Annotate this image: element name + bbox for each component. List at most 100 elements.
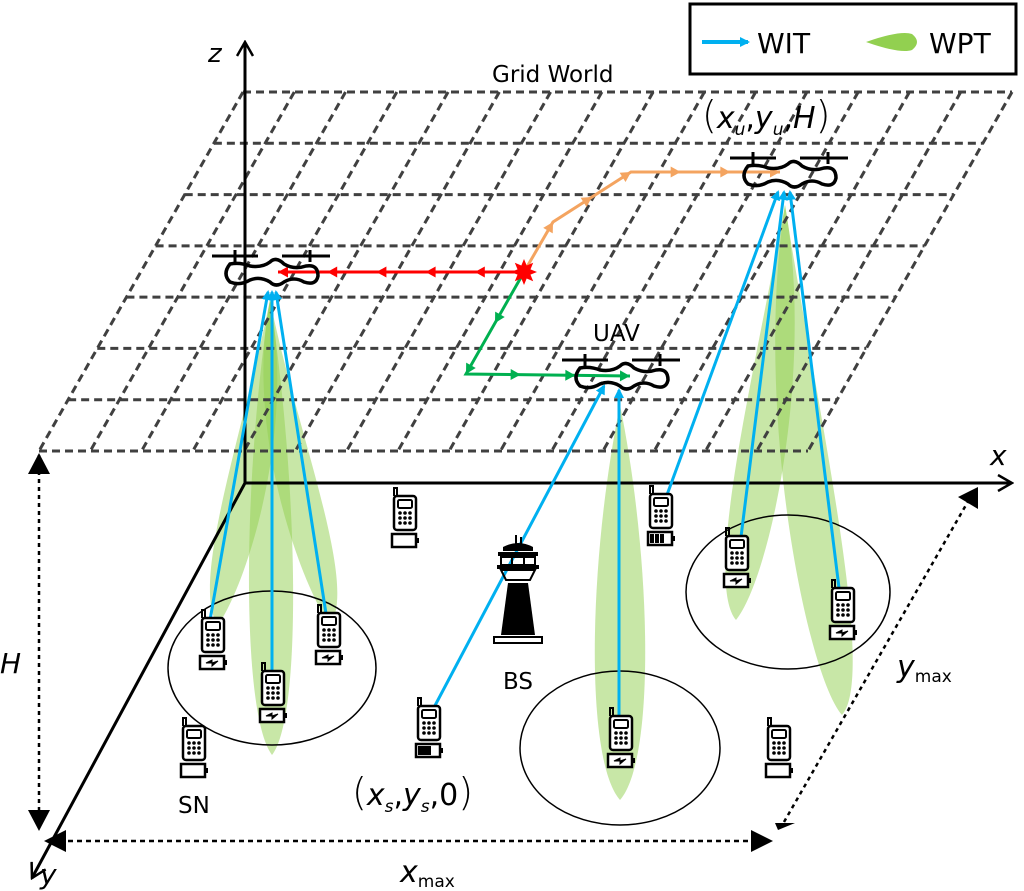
- trajectory-arrowhead: [425, 266, 436, 278]
- battery-icon-half: [414, 742, 443, 759]
- phone-icon: [181, 717, 207, 762]
- sensor-node-cluster-left-2: [314, 604, 343, 666]
- uav-coordinate-label: (xu,yu,H): [702, 93, 830, 140]
- trajectory-arrowhead: [619, 370, 630, 382]
- trajectory-arrowhead: [327, 266, 338, 278]
- cluster-right: [685, 514, 891, 670]
- sensor-node-cluster-left-1: [198, 609, 227, 671]
- trajectory-arrowhead: [495, 311, 505, 323]
- grid-col-line: [447, 91, 655, 452]
- trajectory-arrowhead: [474, 266, 485, 278]
- grid-col-line: [140, 91, 347, 452]
- trajectory-arrowhead: [376, 266, 387, 278]
- grid-col-line: [191, 91, 399, 452]
- trajectory-arrowhead: [565, 369, 576, 381]
- x-axis-label: x: [989, 439, 1007, 472]
- sensor-node-cluster-center-1: [606, 707, 635, 769]
- ymax-dimension: [782, 497, 972, 823]
- sensor-node-sn-right-lower: [764, 717, 793, 779]
- battery-icon-charging: [258, 707, 287, 724]
- height-label: H: [0, 647, 21, 680]
- battery-icon-charging: [314, 649, 343, 666]
- battery-icon-charging: [606, 752, 635, 769]
- wit-link: [208, 290, 272, 621]
- trajectory-arrowhead: [720, 166, 731, 178]
- phone-icon: [260, 662, 286, 707]
- trajectory-arrowhead: [466, 362, 476, 374]
- uav-label: UAV: [593, 321, 640, 347]
- axes: [32, 42, 1012, 878]
- legend-label-wpt: WPT: [929, 27, 992, 60]
- legend-item-wit: WIT: [702, 27, 811, 60]
- grid-col-line: [550, 91, 757, 452]
- phone-icon: [392, 487, 418, 532]
- grid-col-line: [499, 91, 706, 452]
- battery-icon-empty: [764, 762, 793, 779]
- xmax-arrow-left: [44, 830, 66, 852]
- wpt-beams: [209, 205, 853, 800]
- xmax-label: xmax: [399, 855, 455, 891]
- wpt-beam: [263, 300, 338, 625]
- phone-icon: [724, 527, 750, 572]
- phone-icon: [200, 609, 226, 654]
- wit-link: [272, 290, 329, 621]
- grid-col-line: [294, 91, 501, 452]
- wit-link: [738, 190, 788, 546]
- height-arrow-bottom: [28, 810, 50, 831]
- grid-col-line: [345, 91, 552, 452]
- z-axis-label: z: [207, 39, 223, 69]
- sensor-node-sn-transmitting: [414, 697, 443, 759]
- sensor-node-cluster-left-3: [258, 662, 287, 724]
- sensor-nodes: [179, 485, 857, 779]
- trajectory-arrowhead: [580, 197, 592, 208]
- height-arrow-top: [28, 453, 50, 474]
- sensor-node-cluster-right-2: [828, 579, 857, 641]
- ymax-label: ymax: [896, 650, 952, 687]
- battery-icon-full: [646, 530, 675, 547]
- wit-link: [786, 190, 842, 597]
- sn-label: SN: [178, 793, 210, 819]
- y-axis: [32, 482, 247, 878]
- battery-icon-charging: [722, 572, 751, 589]
- uav-icon-center: [562, 354, 680, 391]
- battery-icon-empty: [390, 532, 419, 549]
- sensor-node-sn-right-upper: [646, 485, 675, 547]
- wit-link: [662, 190, 780, 504]
- legend-label-wit: WIT: [757, 27, 811, 60]
- grid-col-line: [88, 91, 296, 452]
- legend-item-wpt: WPT: [866, 27, 992, 60]
- y-axis-label: y: [39, 858, 57, 891]
- trajectory-arrowhead: [510, 369, 521, 381]
- base-station-icon: [493, 535, 543, 644]
- bs-label: BS: [503, 669, 533, 695]
- trajectory-arrowhead: [670, 166, 681, 178]
- phone-icon: [316, 604, 342, 649]
- trajectory-arrowhead: [543, 222, 553, 234]
- green-beam-icon: [866, 33, 917, 51]
- grid-world-label: Grid World: [492, 62, 614, 88]
- grid-col-line: [396, 91, 604, 452]
- battery-icon-empty: [179, 762, 208, 779]
- grid-col-line: [704, 91, 911, 452]
- sensor-node-cluster-right-1: [722, 527, 751, 589]
- uav-icon-right: [730, 152, 848, 189]
- uavs: [212, 152, 848, 391]
- dimension-lines: [28, 453, 978, 852]
- grid-col-line: [806, 91, 1014, 452]
- grid-col-line: [242, 91, 450, 452]
- phone-icon: [416, 697, 442, 742]
- wit-links: [208, 190, 842, 724]
- phone-icon: [648, 485, 674, 530]
- phone-icon: [766, 717, 792, 762]
- battery-icon-charging: [828, 624, 857, 641]
- grid-col-line: [37, 91, 245, 452]
- sensor-node-sn-labeled: [179, 717, 208, 779]
- grid-col-line: [601, 91, 809, 452]
- legend: WIT WPT: [688, 2, 1018, 76]
- start-star-icon: [511, 259, 537, 285]
- xmax-arrow-right: [751, 830, 773, 852]
- trajectory-arrowhead: [278, 266, 288, 278]
- phone-icon: [830, 579, 856, 624]
- ymax-arrow-top: [958, 487, 978, 509]
